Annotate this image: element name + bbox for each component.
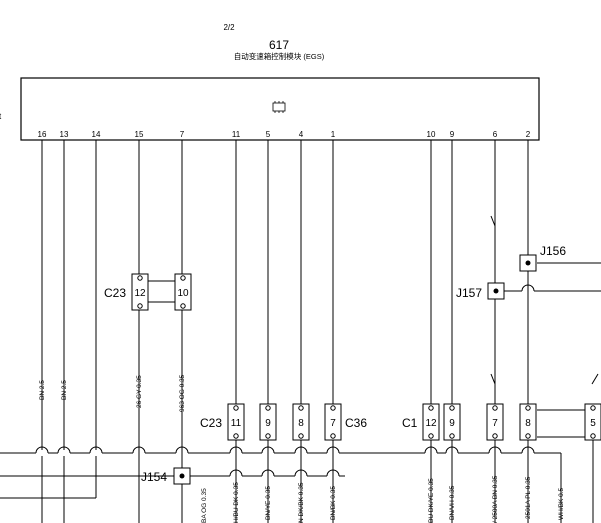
wire-label: WH/BK 0.5 [558, 487, 565, 520]
connector-pin: 8 [298, 418, 304, 429]
left-edge-fragment: t [0, 112, 2, 121]
module-pin-label: 13 [60, 130, 69, 139]
wire-label: BN/BK 0.35 [330, 486, 337, 520]
wire-label: / 2500A BN 0.35 [492, 475, 499, 523]
module-number: 617 [269, 38, 289, 52]
module-pin-label: 5 [266, 130, 271, 139]
module-pin-label: 10 [427, 130, 436, 139]
connector-label: C1 [402, 416, 418, 430]
junction-branches [490, 215, 601, 385]
module-pin-label: 1 [331, 130, 336, 139]
junction-label: J156 [540, 244, 566, 258]
connector-right-group [486, 403, 601, 441]
module-wires [41, 140, 529, 450]
connector-pin: 5 [590, 418, 596, 429]
connector-label: C23 [104, 286, 126, 300]
junction-j156: J156 [519, 244, 566, 272]
wire-label: BN 2.5 [39, 380, 46, 400]
wire-label: BA OG 0.35 [201, 488, 208, 523]
wire-label: 26 GY 0.35 [136, 375, 143, 408]
connector-c36 [292, 403, 342, 441]
connector-pin: 12 [425, 418, 437, 429]
wire-label: N DK/BK 0.35 [298, 482, 305, 523]
module-pin-label: 4 [299, 130, 304, 139]
bus-lines [0, 409, 601, 523]
connector-pin: 7 [492, 418, 498, 429]
connector-label: C36 [345, 416, 367, 430]
wire-label: BU DK/YE 0.35 [428, 478, 435, 523]
wire-label: BN/VH 0.35 [449, 485, 456, 520]
connector-pin: 8 [525, 418, 531, 429]
connector-pin: 12 [134, 288, 146, 299]
page-indicator: 2/2 [223, 23, 235, 32]
module-pin-label: 2 [526, 130, 531, 139]
lower-wires [41, 310, 594, 523]
module-pin-label: 6 [493, 130, 498, 139]
module-pin-label: 14 [92, 130, 101, 139]
connector-pin: 7 [330, 418, 336, 429]
junction-j154: J154 [141, 467, 191, 485]
module-pin-label: 15 [135, 130, 144, 139]
wire-label: 963 OG 0.35 [179, 374, 186, 412]
connector-pin: 9 [449, 418, 455, 429]
wire-label: BN/YE 0.35 [265, 486, 272, 520]
connector-c23-upper [131, 273, 192, 311]
connector-pin: 11 [231, 418, 242, 429]
chip-icon [272, 101, 286, 113]
module-name: 自动变速箱控制模块 (EGS) [234, 51, 325, 61]
connector-c23-lower [227, 403, 277, 441]
junction-label: J154 [141, 470, 167, 484]
junction-j157: J157 [456, 282, 505, 300]
module-pin-label: 16 [38, 130, 47, 139]
connector-pin: 9 [265, 418, 271, 429]
connector-label: C23 [200, 416, 222, 430]
module-pin-label: 7 [180, 130, 185, 139]
wire-label: - 2501A PL 0.35 [525, 476, 532, 523]
module-box [20, 77, 540, 141]
junction-label: J157 [456, 286, 482, 300]
connector-pin: 10 [177, 288, 189, 299]
module-pin-label: 9 [450, 130, 455, 139]
wire-label: BN 2.5 [61, 380, 68, 400]
wire-label: H/BU DK 0.35 [233, 482, 240, 523]
connector-c1 [422, 403, 461, 441]
module-pin-label: 11 [232, 130, 241, 139]
